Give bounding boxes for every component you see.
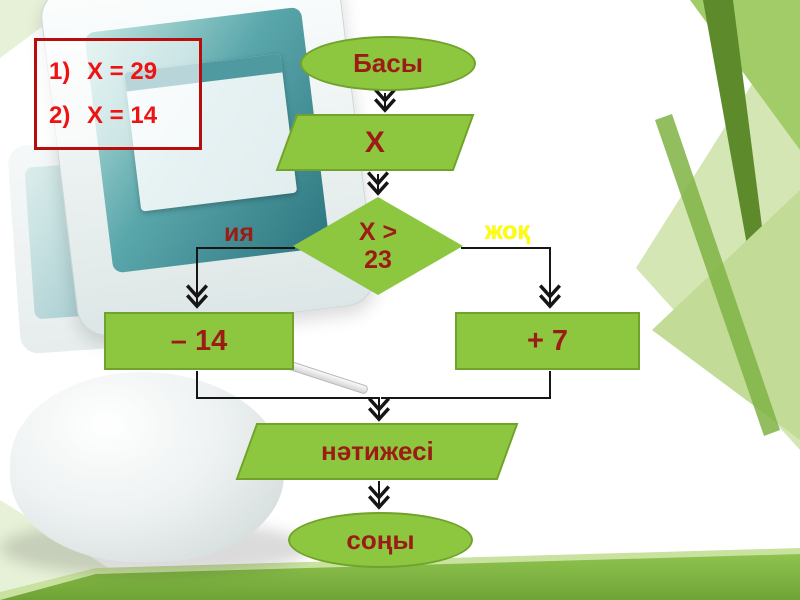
subtract-process-node: – 14 <box>104 312 294 370</box>
input-node-label: X <box>364 125 385 159</box>
no-branch-label: жоқ <box>485 217 530 245</box>
end-node-label: соңы <box>346 524 415 555</box>
yes-branch-label: ия <box>224 219 254 247</box>
start-node-label: Басы <box>353 48 423 78</box>
start-node: Басы <box>300 36 476 91</box>
note-line-1-number: 1) <box>49 57 71 85</box>
subtract-process-label: – 14 <box>170 324 228 357</box>
end-node: соңы <box>288 512 473 568</box>
input-node: X <box>275 114 475 171</box>
right-blade-accent <box>655 114 780 436</box>
result-node-label: нәтижесі <box>320 436 434 466</box>
result-node: нәтижесі <box>235 423 519 480</box>
add-process-label: + 7 <box>526 324 569 357</box>
note-box: 1) X = 29 2) X = 14 <box>34 38 202 150</box>
decision-node-label-line2: 23 <box>364 246 392 274</box>
note-line-1-text: X = 29 <box>87 57 158 85</box>
note-line-2: 2) X = 14 <box>49 102 199 130</box>
note-line-1: 1) X = 29 <box>49 58 199 86</box>
note-line-2-text: X = 14 <box>87 102 158 130</box>
right-blade-dark <box>703 0 766 262</box>
bottom-strip <box>0 554 800 600</box>
decision-node-label-line1: X > <box>358 218 398 246</box>
add-process-node: + 7 <box>455 312 640 370</box>
note-line-2-number: 2) <box>49 102 71 130</box>
